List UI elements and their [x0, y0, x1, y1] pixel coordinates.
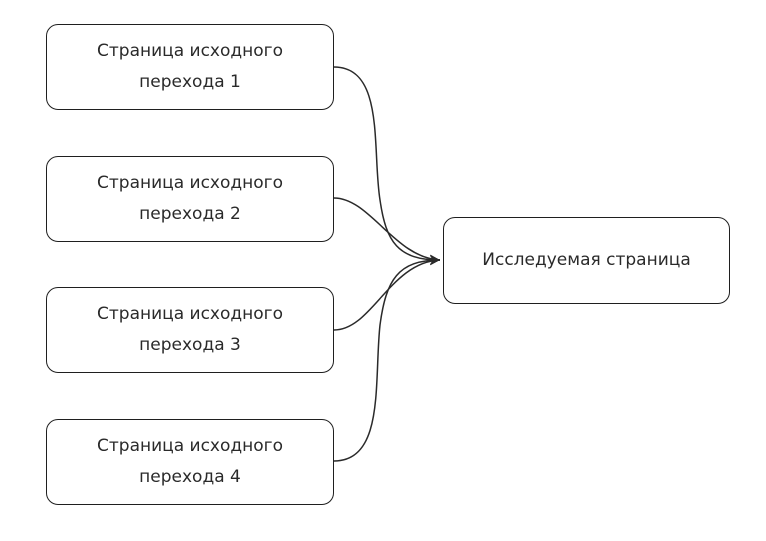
edge-source-1-to-target: [333, 66, 441, 265]
target-page-node: Исследуемая страница: [443, 217, 730, 304]
source-page-node-4: Страница исходного перехода 4: [46, 419, 334, 505]
target-page-label: Исследуемая страница: [482, 250, 691, 270]
source-page-label-4: Страница исходного перехода 4: [97, 436, 283, 487]
source-page-label-3: Страница исходного перехода 3: [97, 304, 283, 355]
source-page-label-2: Страница исходного перехода 2: [97, 173, 283, 224]
edge-source-2-to-target: [333, 197, 441, 265]
edge-source-3-to-target: [333, 255, 441, 331]
source-page-node-2: Страница исходного перехода 2: [46, 156, 334, 242]
source-page-node-3: Страница исходного перехода 3: [46, 287, 334, 373]
source-page-label-1: Страница исходного перехода 1: [97, 41, 283, 92]
source-page-node-1: Страница исходного перехода 1: [46, 24, 334, 110]
edge-source-4-to-target: [333, 255, 441, 462]
